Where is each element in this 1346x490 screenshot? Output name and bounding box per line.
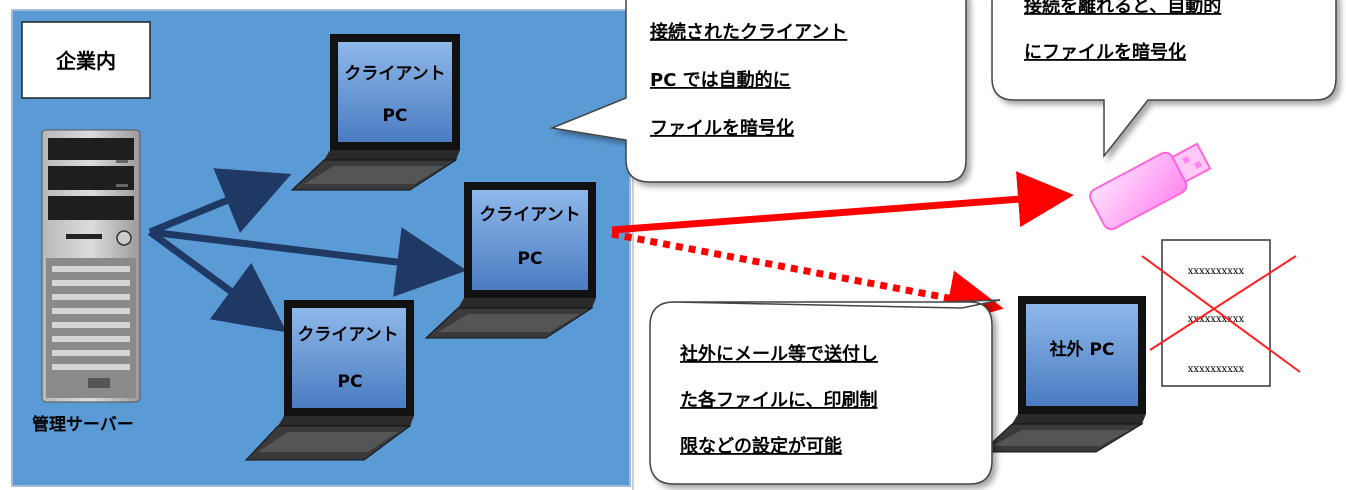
document-icon: xxxxxxxxxx xxxxxxxxxx xxxxxxxxxx bbox=[1161, 239, 1271, 387]
client-pc-1: クライアント PC bbox=[290, 34, 460, 191]
usb-drive-icon bbox=[1089, 142, 1212, 231]
client-pc-2: クライアント PC bbox=[424, 182, 596, 339]
client-pc-2-label-line1: クライアント bbox=[479, 205, 580, 225]
zone-label-text: 企業内 bbox=[55, 49, 116, 73]
callout-usb-encrypt-line-2: にファイルを暗号化 bbox=[1024, 41, 1186, 63]
server-icon bbox=[41, 129, 141, 403]
callout-auto-encrypt-line-1: 接続されたクライアント bbox=[650, 21, 847, 43]
callout-auto-encrypt-line-3: ファイルを暗号化 bbox=[650, 117, 794, 139]
client-pc-1-label-line1: クライアント bbox=[344, 64, 445, 84]
callout-mail-restrict-line-1: 社外にメール等で送付し bbox=[680, 343, 878, 365]
callout-auto-encrypt-line-2: PC では自動的に bbox=[650, 69, 791, 91]
arrow-server-to-client-3 bbox=[147, 229, 287, 333]
arrow-server-to-client-2 bbox=[149, 227, 467, 297]
callout-mail-restrict-line-3: 限などの設定が可能 bbox=[680, 435, 842, 457]
callout-usb-encrypt bbox=[991, 0, 1337, 159]
zone-label: 企業内 bbox=[21, 21, 151, 99]
callout-auto-encrypt bbox=[549, 0, 967, 183]
callout-mail-restrict-line-2: た各ファイルに、印刷制 bbox=[680, 389, 877, 411]
client-pc-3-label-line2: PC bbox=[338, 372, 363, 392]
client-pc-3: クライアント PC bbox=[244, 300, 414, 461]
external-pc: 社外 PC bbox=[980, 296, 1146, 453]
arrow-to-external-pc bbox=[611, 230, 1004, 326]
server-label: 管理サーバー bbox=[32, 414, 134, 435]
callout-mail-restrict bbox=[649, 299, 1001, 485]
client-pc-1-label-line2: PC bbox=[383, 106, 408, 126]
client-pc-2-label-line2: PC bbox=[518, 249, 543, 269]
document-line-2: xxxxxxxxxx bbox=[1188, 314, 1245, 325]
callout-usb-encrypt-line-1: 接続を離れると、自動的 bbox=[1024, 0, 1221, 17]
external-pc-label: 社外 PC bbox=[1049, 339, 1115, 360]
document-line-3: xxxxxxxxxx bbox=[1188, 364, 1245, 375]
arrow-server-to-client-1 bbox=[148, 168, 292, 236]
document-line-1: xxxxxxxxxx bbox=[1188, 266, 1245, 277]
cross-out-icon bbox=[1141, 255, 1301, 373]
client-pc-3-label-line1: クライアント bbox=[297, 325, 398, 345]
arrow-to-usb bbox=[611, 171, 1074, 234]
